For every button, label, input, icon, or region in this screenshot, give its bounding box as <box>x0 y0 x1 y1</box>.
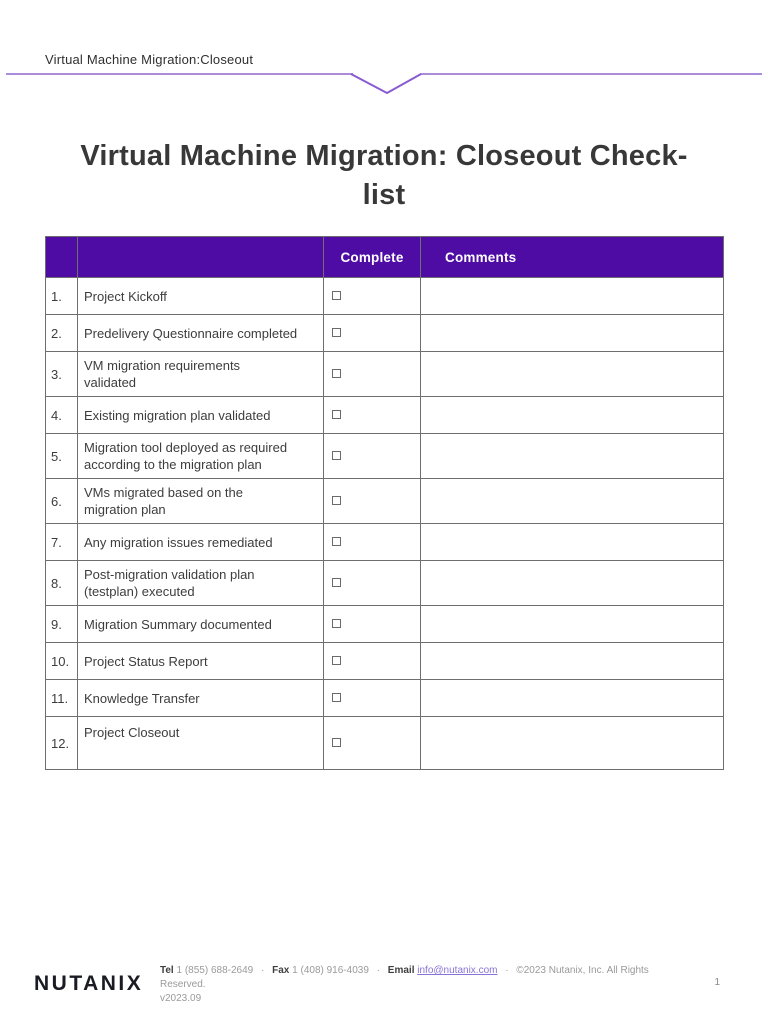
table-row: 6. VMs migrated based on the migration p… <box>45 478 724 524</box>
task-label: Project Kickoff <box>77 277 324 315</box>
task-label: Post-migration validation plan (testplan… <box>77 560 324 606</box>
table-row: 12. Project Closeout <box>45 716 724 770</box>
row-number: 3. <box>45 351 78 397</box>
closeout-checklist-table: Complete Comments 1. Project Kickoff 2. … <box>45 236 724 770</box>
task-label: Project Closeout <box>77 716 324 770</box>
tel-value: 1 (855) 688-2649 <box>176 965 254 976</box>
table-row: 9. Migration Summary documented <box>45 605 724 643</box>
fax-value: 1 (408) 916-4039 <box>292 965 369 976</box>
chevron-down-icon <box>350 73 422 94</box>
comments-cell <box>420 523 724 561</box>
row-number: 11. <box>45 679 78 717</box>
row-number: 6. <box>45 478 78 524</box>
row-number: 9. <box>45 605 78 643</box>
complete-cell <box>323 277 421 315</box>
complete-checkbox[interactable] <box>332 578 341 588</box>
row-number: 10. <box>45 642 78 680</box>
separator-dot: · <box>376 965 381 976</box>
complete-checkbox[interactable] <box>332 328 341 338</box>
comments-cell <box>420 277 724 315</box>
table-row: 1. Project Kickoff <box>45 277 724 315</box>
task-label: Predelivery Questionnaire completed <box>77 314 324 352</box>
complete-cell <box>323 433 421 479</box>
complete-cell <box>323 679 421 717</box>
complete-cell <box>323 351 421 397</box>
row-number: 8. <box>45 560 78 606</box>
complete-cell <box>323 560 421 606</box>
complete-cell <box>323 314 421 352</box>
task-label: Project Status Report <box>77 642 324 680</box>
task-label: Knowledge Transfer <box>77 679 324 717</box>
task-label: Any migration issues remediated <box>77 523 324 561</box>
comments-cell <box>420 605 724 643</box>
page-title: Virtual Machine Migration: Closeout Chec… <box>80 140 688 211</box>
comments-cell <box>420 679 724 717</box>
complete-checkbox[interactable] <box>332 693 341 703</box>
table-header-row: Complete Comments <box>45 236 724 278</box>
page-number: 1 <box>714 977 720 988</box>
header-complete-column: Complete <box>323 236 421 278</box>
separator-dot: · <box>505 965 509 976</box>
row-number: 7. <box>45 523 78 561</box>
tel-label: Tel <box>160 965 174 976</box>
header-number-column <box>45 236 78 278</box>
complete-checkbox[interactable] <box>332 656 341 666</box>
complete-cell <box>323 396 421 434</box>
table-row: 11. Knowledge Transfer <box>45 679 724 717</box>
table-row: 5. Migration tool deployed as required a… <box>45 433 724 479</box>
row-number: 5. <box>45 433 78 479</box>
table-row: 10. Project Status Report <box>45 642 724 680</box>
row-number: 12. <box>45 716 78 770</box>
task-label: VMs migrated based on the migration plan <box>77 478 324 524</box>
footer-contact-info: Tel 1 (855) 688-2649 · Fax 1 (408) 916-4… <box>160 964 680 1006</box>
task-label: VM migration requirements validated <box>77 351 324 397</box>
copyright-text: ©2023 Nutanix, Inc. All Rights Reserved. <box>160 965 649 990</box>
comments-cell <box>420 314 724 352</box>
table-row: 3. VM migration requirements validated <box>45 351 724 397</box>
email-label: Email <box>387 965 415 976</box>
complete-cell <box>323 523 421 561</box>
complete-cell <box>323 716 421 770</box>
header-task-column <box>77 236 324 278</box>
version-text: v2023.09 <box>160 993 202 1004</box>
email-link[interactable]: info@nutanix.com <box>417 965 498 976</box>
header-divider-rule <box>6 73 762 94</box>
table-row: 2. Predelivery Questionnaire completed <box>45 314 724 352</box>
complete-checkbox[interactable] <box>332 619 341 629</box>
fax-label: Fax <box>272 965 290 976</box>
running-header: Virtual Machine Migration:Closeout <box>45 52 254 67</box>
header-comments-column: Comments <box>420 236 724 278</box>
task-label: Migration Summary documented <box>77 605 324 643</box>
task-label: Migration tool deployed as required acco… <box>77 433 324 479</box>
row-number: 2. <box>45 314 78 352</box>
separator-dot: · <box>261 965 265 976</box>
table-row: 7. Any migration issues remediated <box>45 523 724 561</box>
comments-cell <box>420 642 724 680</box>
complete-checkbox[interactable] <box>332 738 341 748</box>
complete-checkbox[interactable] <box>332 291 341 301</box>
comments-cell <box>420 478 724 524</box>
comments-cell <box>420 351 724 397</box>
table-row: 8. Post-migration validation plan (testp… <box>45 560 724 606</box>
complete-checkbox[interactable] <box>332 496 341 506</box>
nutanix-logo: NUTANIX <box>34 972 144 995</box>
comments-cell <box>420 433 724 479</box>
complete-checkbox[interactable] <box>332 451 341 461</box>
row-number: 4. <box>45 396 78 434</box>
complete-checkbox[interactable] <box>332 537 341 547</box>
complete-checkbox[interactable] <box>332 369 341 379</box>
comments-cell <box>420 396 724 434</box>
table-row: 4. Existing migration plan validated <box>45 396 724 434</box>
comments-cell <box>420 560 724 606</box>
complete-cell <box>323 478 421 524</box>
footer-line-1: Tel 1 (855) 688-2649 · Fax 1 (408) 916-4… <box>160 964 680 992</box>
complete-checkbox[interactable] <box>332 410 341 420</box>
task-label: Existing migration plan validated <box>77 396 324 434</box>
complete-cell <box>323 642 421 680</box>
complete-cell <box>323 605 421 643</box>
row-number: 1. <box>45 277 78 315</box>
comments-cell <box>420 716 724 770</box>
